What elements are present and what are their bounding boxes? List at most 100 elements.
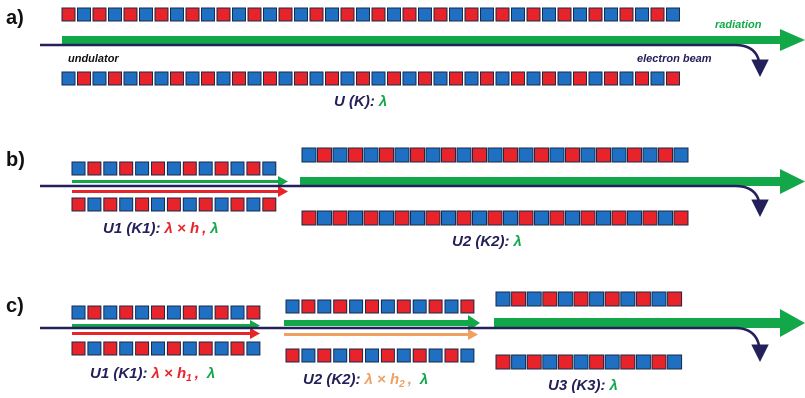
- magnet-blue: [185, 71, 200, 86]
- magnet-red: [119, 305, 134, 320]
- magnet-red: [263, 71, 277, 86]
- panel-b-u2-caption: U2 (K2):λ: [452, 233, 522, 250]
- magnet-red: [549, 210, 565, 226]
- magnet-blue: [534, 210, 549, 226]
- magnet-red: [441, 147, 456, 163]
- magnet-red: [573, 291, 589, 307]
- magnet-blue: [151, 341, 165, 356]
- magnet-red: [301, 210, 317, 226]
- magnet-blue: [511, 354, 527, 370]
- magnet-blue: [380, 299, 395, 314]
- magnet-blue: [301, 147, 317, 163]
- magnet-blue: [108, 7, 122, 22]
- magnet-red: [635, 291, 651, 307]
- panel-b-u1-harmonic-arrow: [72, 186, 288, 197]
- magnet-blue: [557, 291, 573, 307]
- magnet-blue: [635, 354, 651, 370]
- magnet-blue: [247, 71, 262, 86]
- magnet-blue: [363, 147, 379, 163]
- magnet-blue: [428, 348, 443, 363]
- magnet-red: [87, 305, 102, 320]
- magnet-blue: [611, 147, 627, 163]
- magnet-red: [651, 354, 667, 370]
- magnet-blue: [139, 7, 153, 22]
- magnet-red: [123, 7, 138, 22]
- panel-b-u2-bottom-magnets: [301, 210, 689, 226]
- magnet-red: [460, 299, 475, 314]
- magnet-red: [340, 7, 355, 22]
- magnet-blue: [650, 71, 665, 86]
- magnet-blue: [620, 291, 636, 307]
- magnet-red: [464, 7, 479, 22]
- magnet-red: [348, 147, 363, 163]
- magnet-red: [247, 7, 262, 22]
- magnet-blue: [487, 147, 503, 163]
- panel-a-top-magnet-array: [61, 7, 680, 22]
- magnet-blue: [216, 71, 231, 86]
- magnet-red: [428, 299, 443, 314]
- magnet-blue: [418, 7, 432, 22]
- magnet-red: [230, 197, 245, 212]
- magnet-red: [182, 161, 197, 176]
- magnet-blue: [119, 341, 134, 356]
- magnet-blue: [596, 210, 611, 226]
- magnet-blue: [460, 348, 475, 363]
- magnet-red: [495, 7, 510, 22]
- magnet-red: [135, 341, 150, 356]
- magnet-red: [573, 71, 587, 86]
- panel-c-u3-bottom-magnets: [495, 354, 683, 370]
- magnet-blue: [309, 71, 324, 86]
- magnet-red: [365, 299, 379, 314]
- magnet-red: [71, 341, 86, 356]
- magnet-red: [309, 7, 324, 22]
- magnet-red: [198, 341, 213, 356]
- magnet-blue: [198, 161, 213, 176]
- magnet-blue: [232, 7, 246, 22]
- magnet-blue: [201, 7, 215, 22]
- magnet-blue: [472, 210, 487, 226]
- magnet-red: [230, 341, 245, 356]
- magnet-red: [449, 71, 463, 86]
- magnet-blue: [444, 299, 459, 314]
- magnet-red: [154, 7, 169, 22]
- magnet-red: [246, 305, 261, 320]
- magnet-blue: [402, 71, 417, 86]
- magnet-blue: [262, 161, 277, 176]
- magnet-red: [565, 147, 580, 163]
- magnet-red: [216, 7, 231, 22]
- panel-a-label: a): [6, 7, 24, 29]
- magnet-red: [139, 71, 153, 86]
- magnet-blue: [549, 147, 565, 163]
- magnet-blue: [230, 305, 245, 320]
- magnet-blue: [182, 197, 197, 212]
- magnet-blue: [412, 299, 427, 314]
- magnet-red: [119, 161, 134, 176]
- magnet-red: [363, 210, 379, 226]
- magnet-red: [317, 348, 332, 363]
- magnet-red: [542, 71, 556, 86]
- magnet-blue: [92, 71, 107, 86]
- magnet-red: [620, 354, 636, 370]
- magnet-blue: [317, 299, 332, 314]
- magnet-red: [503, 147, 518, 163]
- magnet-red: [71, 197, 86, 212]
- magnet-red: [658, 147, 673, 163]
- magnet-blue: [565, 210, 580, 226]
- magnet-red: [294, 71, 308, 86]
- magnet-red: [557, 7, 572, 22]
- magnet-red: [604, 291, 620, 307]
- magnet-blue: [627, 210, 642, 226]
- magnet-red: [77, 71, 91, 86]
- magnet-red: [103, 341, 118, 356]
- magnet-blue: [667, 354, 683, 370]
- magnet-red: [667, 291, 683, 307]
- magnet-red: [278, 7, 293, 22]
- panel-c-u3-top-magnets: [495, 291, 683, 307]
- magnet-red: [410, 147, 425, 163]
- magnet-blue: [198, 305, 213, 320]
- magnet-blue: [166, 305, 181, 320]
- magnet-blue: [635, 7, 649, 22]
- panel-c-electron-beam: [40, 326, 769, 362]
- magnet-red: [333, 299, 348, 314]
- panel-b-u1-bottom-magnets: [71, 197, 277, 212]
